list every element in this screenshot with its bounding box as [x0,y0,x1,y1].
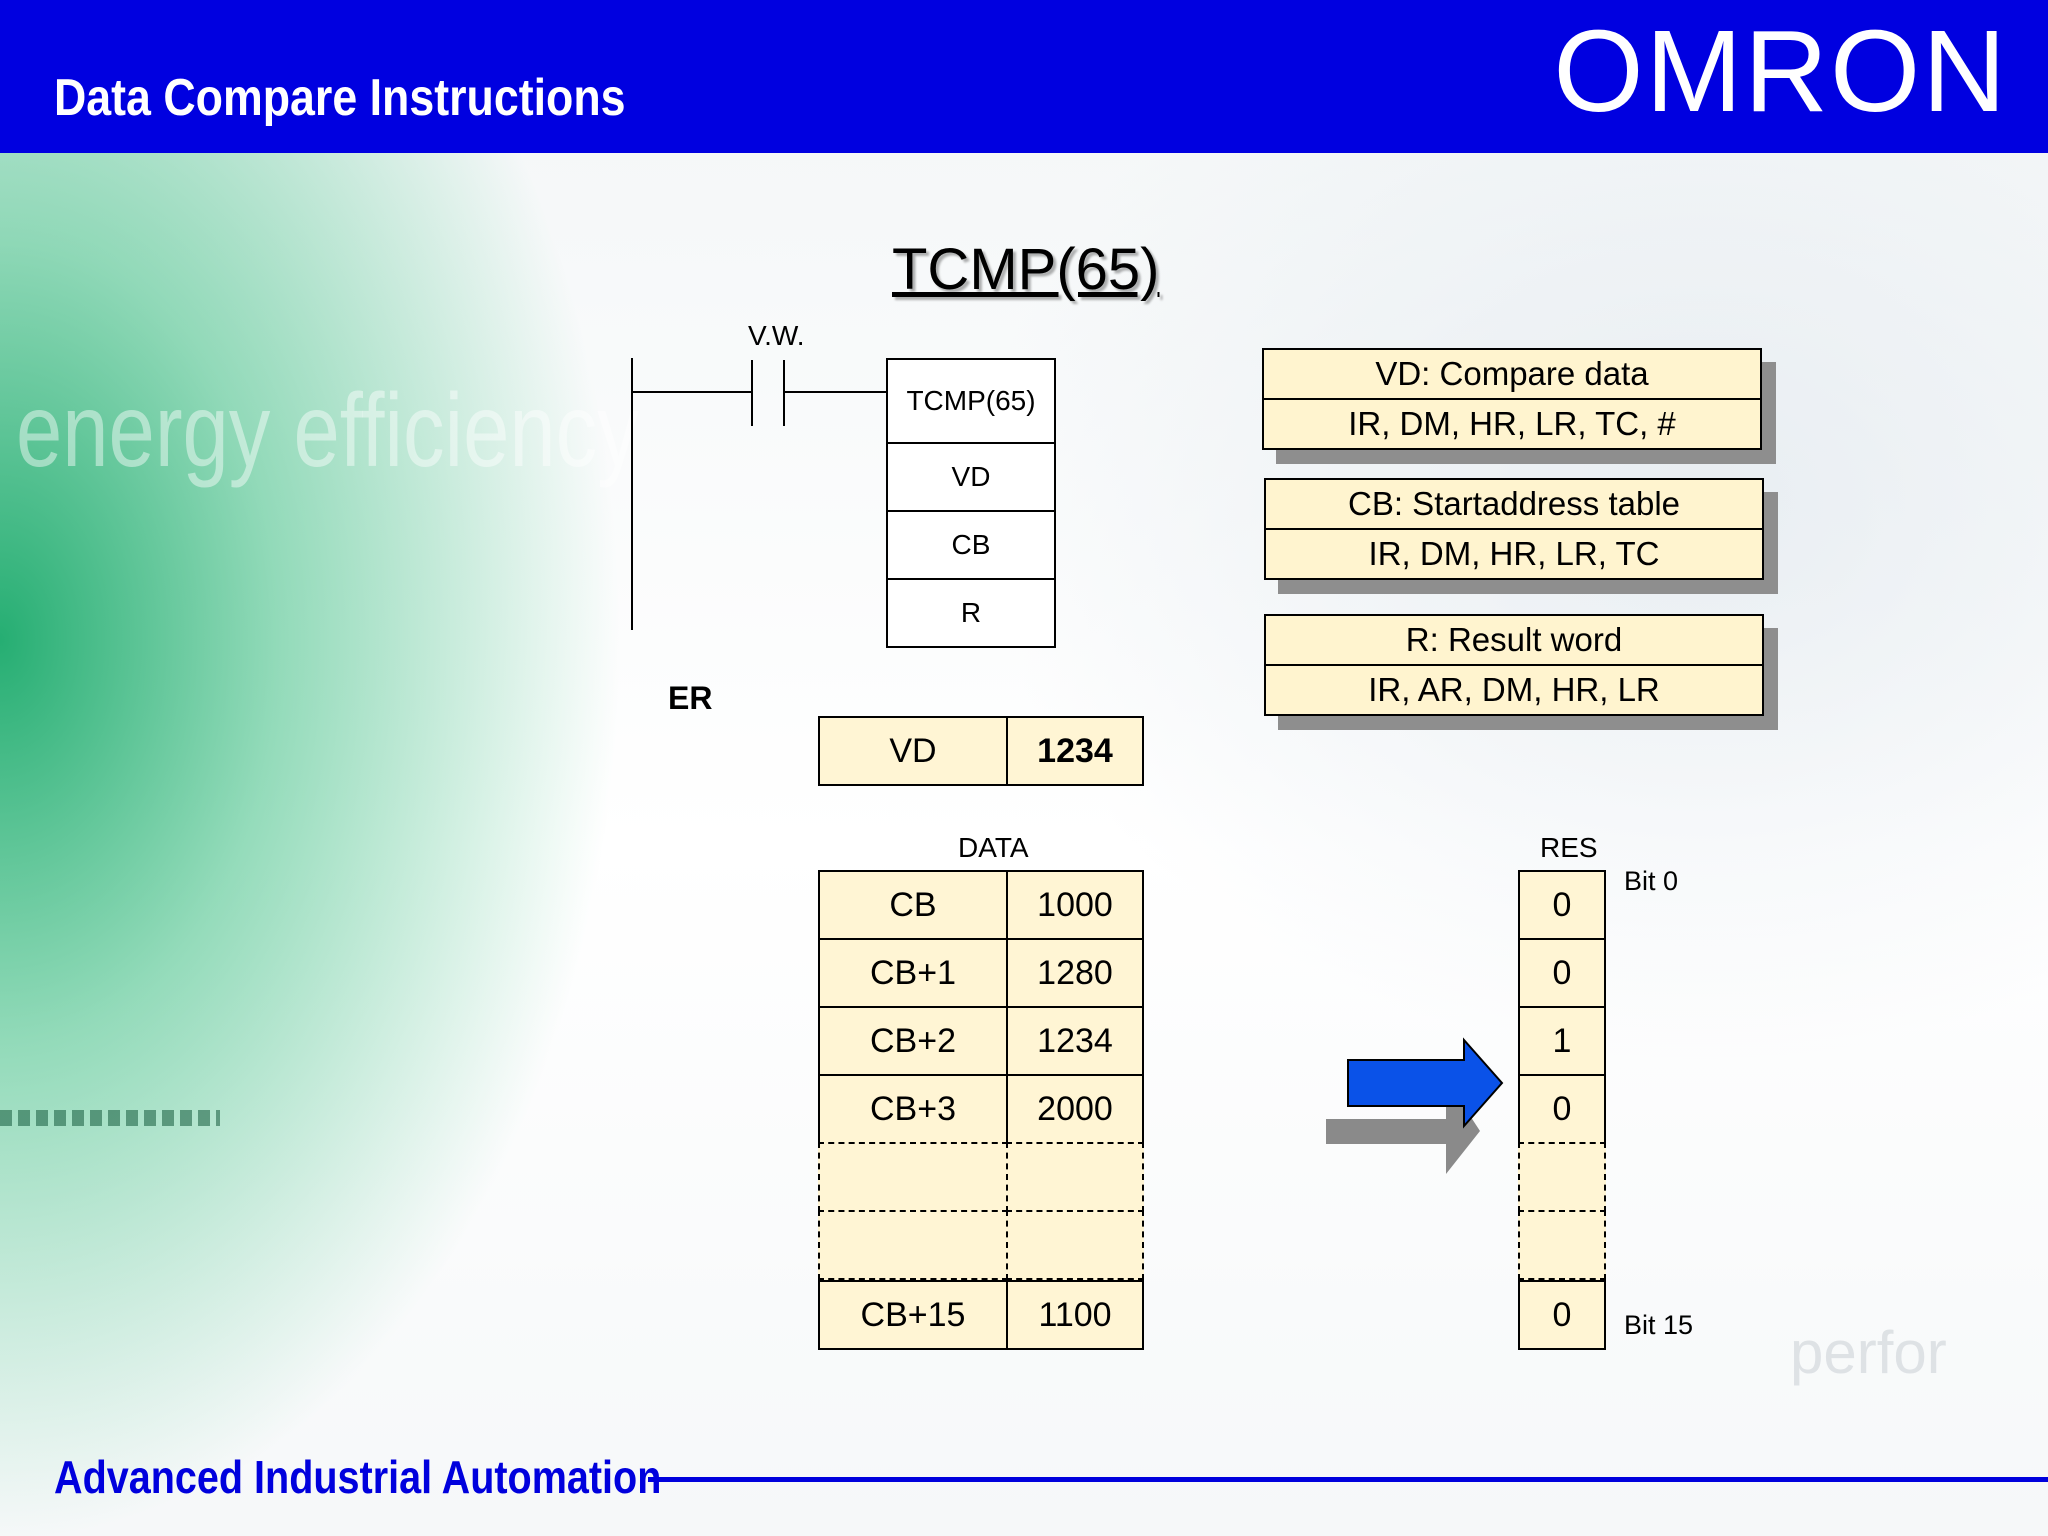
data-label-cell: CB+3 [818,1074,1008,1144]
footer-divider [648,1477,2048,1482]
diagram-title: TCMP(65) [892,237,1160,302]
arrow-shadow [1326,1079,1480,1174]
operand-title: VD: Compare data [1375,355,1649,392]
operand-box-cb: CB: Startaddress table IR, DM, HR, LR, T… [1264,478,1764,580]
operand-box-vd: VD: Compare data IR, DM, HR, LR, TC, # [1262,348,1762,450]
right-arrow-icon [1347,1037,1504,1129]
function-block-name: TCMP(65) [886,358,1056,444]
result-bit-cell: 0 [1518,1280,1606,1350]
footer-text: Advanced Industrial Automation [54,1451,662,1503]
contact-label: V.W. [748,320,805,351]
operand-types: IR, DM, HR, LR, TC, # [1264,398,1760,448]
operand-box-r: R: Result word IR, AR, DM, HR, LR [1264,614,1764,716]
er-label: ER [668,680,713,716]
page-title: Data Compare Instructions [54,69,626,127]
background-dash-strip [0,1110,220,1126]
data-value-cell: 1234 [1006,1006,1144,1076]
data-label-cell: CB+15 [818,1280,1008,1350]
operand-title: R: Result word [1405,621,1623,658]
data-label-cell: CB [818,870,1008,940]
data-label-cell-empty [818,1142,1008,1212]
bit-0-label: Bit 0 [1624,866,1679,896]
data-value-cell: 1000 [1006,870,1144,940]
background-watermark-text: energy efficiency [16,373,639,489]
bit-15-label: Bit 15 [1624,1310,1694,1340]
operand-types: IR, DM, HR, LR, TC [1266,528,1762,578]
result-bit-cell: 0 [1518,938,1606,1008]
function-block-cb: CB [886,512,1056,580]
omron-logo: OMRON [1553,6,2008,136]
data-value-cell: 2000 [1006,1074,1144,1144]
vd-value-cell: 1234 [1006,716,1144,786]
result-bit-cell: 0 [1518,870,1606,940]
data-label-cell: CB+2 [818,1006,1008,1076]
function-block-r: R [886,580,1056,648]
data-label-cell-empty [818,1210,1008,1280]
function-block-vd: VD [886,444,1056,512]
background-watermark-text-2: perfor [1790,1319,1947,1386]
data-value-cell: 1280 [1006,938,1144,1008]
header-bar: Data Compare Instructions OMRON [0,0,2048,153]
data-label-cell: CB+1 [818,938,1008,1008]
data-value-cell-empty [1006,1142,1144,1212]
result-bit-cell: 1 [1518,1006,1606,1076]
vd-label-cell: VD [818,716,1008,786]
operand-title: CB: Startaddress table [1348,485,1680,522]
data-table-header: DATA [958,832,1029,863]
result-header: RES [1540,832,1598,863]
operand-types: IR, AR, DM, HR, LR [1266,664,1762,714]
result-bit-cell: 0 [1518,1074,1606,1144]
data-value-cell-empty [1006,1210,1144,1280]
data-value-cell: 1100 [1006,1280,1144,1350]
result-bit-cell-empty [1518,1142,1606,1212]
result-bit-cell-empty [1518,1210,1606,1280]
